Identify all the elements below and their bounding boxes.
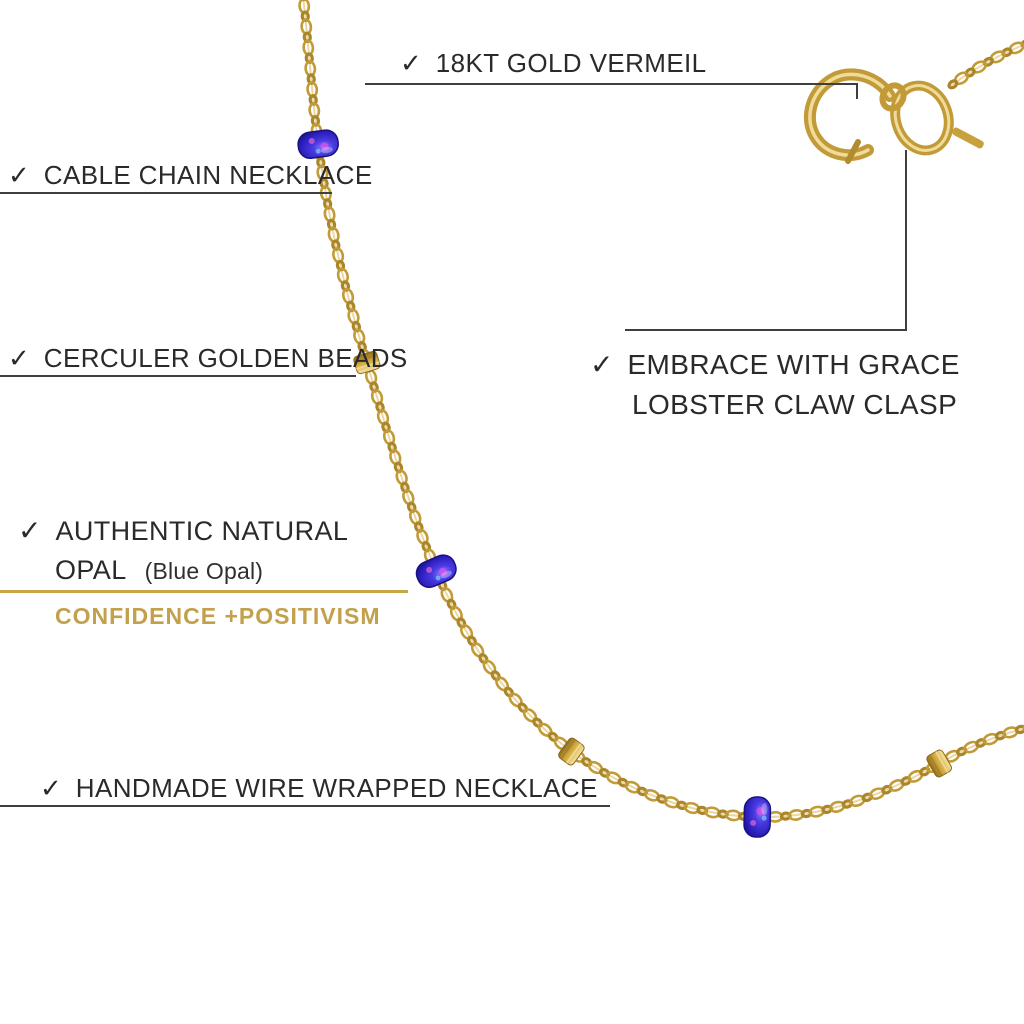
handmade-label: HANDMADE WIRE WRAPPED NECKLACE <box>75 773 598 803</box>
tagline-text: CONFIDENCE +POSITIVISM <box>55 603 381 629</box>
opal-tagline: CONFIDENCE +POSITIVISM <box>55 603 381 630</box>
callout-gold-vermeil: ✓ 18KT GOLD VERMEIL <box>400 48 707 79</box>
blue-opal-bead <box>297 129 339 160</box>
callout-golden-beads: ✓ CERCULER GOLDEN BEADS <box>8 343 408 374</box>
golden-bead <box>558 737 585 766</box>
opal-label-line2: OPAL <box>55 555 127 585</box>
golden-bead <box>926 749 952 778</box>
clasp-connector-ring <box>879 82 907 112</box>
blue-opal-bead <box>415 554 457 589</box>
clasp-trigger <box>845 139 861 164</box>
opal-label-line1: AUTHENTIC NATURAL <box>55 516 349 546</box>
check-icon: ✓ <box>8 343 30 373</box>
clasp-pointer-vertical <box>905 150 907 331</box>
callout-cable-chain: ✓ CABLE CHAIN NECKLACE <box>8 160 373 191</box>
clasp-jump-ring-highlight <box>893 84 951 152</box>
cable-chain-pointer-line <box>0 192 332 194</box>
lobster-clasp-body-highlight <box>808 72 892 157</box>
clasp-label-line1: EMBRACE WITH GRACE <box>627 349 960 380</box>
check-icon: ✓ <box>8 160 30 190</box>
opal-note: (Blue Opal) <box>144 558 264 584</box>
lobster-claw-clasp <box>803 68 984 164</box>
check-icon: ✓ <box>400 48 422 78</box>
opal-gold-underline <box>0 590 408 593</box>
beads <box>297 129 952 838</box>
gold-vermeil-label: 18KT GOLD VERMEIL <box>435 48 707 78</box>
check-icon: ✓ <box>40 773 62 803</box>
golden-beads-pointer-line <box>0 375 356 377</box>
clasp-jump-ring <box>890 80 954 156</box>
clasp-label-line2: LOBSTER CLAW CLASP <box>632 389 958 420</box>
check-icon: ✓ <box>18 515 42 546</box>
clasp-tag <box>952 127 984 149</box>
gold-vermeil-pointer-tick <box>856 83 858 99</box>
cable-chain-label: CABLE CHAIN NECKLACE <box>43 160 373 190</box>
gold-vermeil-pointer-line <box>365 83 858 85</box>
callout-opal: ✓ AUTHENTIC NATURAL OPAL (Blue Opal) <box>18 514 348 586</box>
clasp-pointer-line <box>625 329 907 331</box>
handmade-pointer-line <box>0 805 610 807</box>
callout-clasp: ✓ EMBRACE WITH GRACE LOBSTER CLAW CLASP <box>590 348 960 421</box>
blue-opal-bead <box>743 796 772 838</box>
golden-bead <box>353 350 381 375</box>
golden-beads-label: CERCULER GOLDEN BEADS <box>43 343 408 373</box>
check-icon: ✓ <box>590 349 614 380</box>
callout-handmade: ✓ HANDMADE WIRE WRAPPED NECKLACE <box>40 773 598 804</box>
